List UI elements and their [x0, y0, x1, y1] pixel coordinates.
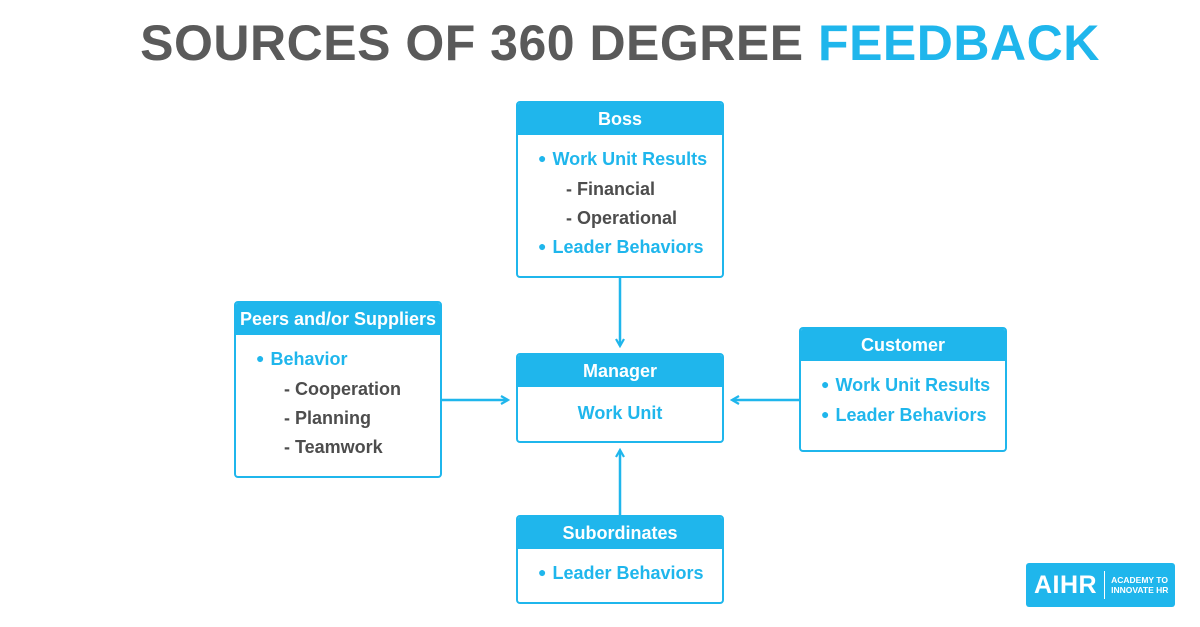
subordinates-box: Subordinates ●Leader Behaviors	[516, 515, 724, 604]
peers-header: Peers and/or Suppliers	[236, 303, 440, 335]
logo-divider	[1104, 571, 1106, 599]
boss-item: - Financial	[566, 179, 656, 199]
customer-items: ●Work Unit Results ●Leader Behaviors	[801, 361, 1005, 431]
manager-header: Manager	[518, 355, 722, 387]
customer-item: ●Leader Behaviors	[821, 405, 987, 425]
subordinates-header: Subordinates	[518, 517, 722, 549]
boss-item: - Operational	[566, 208, 678, 228]
peers-item: - Cooperation	[284, 379, 401, 399]
subordinates-item: ●Leader Behaviors	[538, 563, 704, 583]
manager-body: Work Unit	[577, 403, 663, 423]
diagram-title: SOURCES OF 360 DEGREE FEEDBACK	[0, 14, 1200, 72]
boss-header: Boss	[518, 103, 722, 135]
peers-box: Peers and/or Suppliers ●Behavior - Coope…	[234, 301, 442, 478]
boss-box: Boss ●Work Unit Results - Financial - Op…	[516, 101, 724, 278]
boss-item: ●Work Unit Results	[538, 149, 708, 169]
logo-mark: AIHR	[1034, 570, 1098, 599]
peers-item: - Teamwork	[284, 437, 383, 457]
customer-box: Customer ●Work Unit Results ●Leader Beha…	[799, 327, 1007, 452]
peers-item: ●Behavior	[256, 349, 348, 369]
title-part-2: FEEDBACK	[818, 15, 1100, 71]
manager-box: Manager Work Unit	[516, 353, 724, 443]
boss-item: ●Leader Behaviors	[538, 237, 704, 257]
boss-items: ●Work Unit Results - Financial - Operati…	[518, 135, 722, 263]
customer-item: ●Work Unit Results	[821, 375, 991, 395]
peers-item: - Planning	[284, 408, 371, 428]
title-part-1: SOURCES OF 360 DEGREE	[140, 15, 804, 71]
customer-header: Customer	[801, 329, 1005, 361]
subordinates-items: ●Leader Behaviors	[518, 549, 722, 589]
peers-items: ●Behavior - Cooperation - Planning - Tea…	[236, 335, 440, 462]
